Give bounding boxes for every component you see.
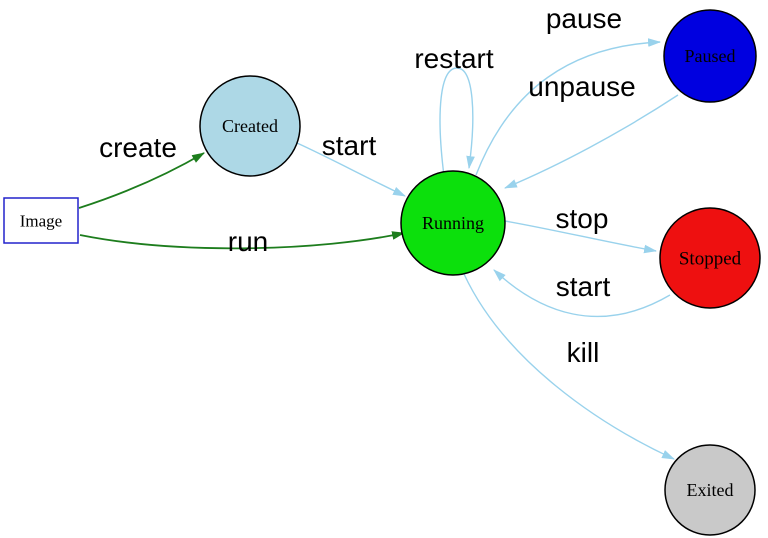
node-paused: Paused bbox=[663, 9, 757, 103]
node-shape-image bbox=[3, 197, 79, 244]
node-shape-exited bbox=[664, 444, 756, 536]
edge-start-stopped bbox=[493, 269, 671, 317]
edge-label-create: create bbox=[99, 132, 177, 163]
node-label-image: Image bbox=[20, 211, 62, 230]
node-shape-running bbox=[400, 170, 506, 276]
node-image: Image bbox=[3, 197, 79, 244]
edge-label-restart: restart bbox=[414, 43, 494, 74]
edge-kill bbox=[463, 273, 675, 460]
edge-label-stop: stop bbox=[556, 203, 609, 234]
edge-unpause bbox=[503, 94, 679, 189]
edge-pause bbox=[475, 38, 662, 176]
edge-label-start-created: start bbox=[322, 130, 377, 161]
edge-run bbox=[79, 231, 406, 250]
edge-start-created bbox=[296, 142, 406, 197]
node-shape-stopped bbox=[659, 207, 761, 309]
edge-label-run: run bbox=[228, 226, 268, 257]
edge-label-unpause: unpause bbox=[528, 71, 635, 102]
edge-create bbox=[78, 152, 205, 209]
edge-label-kill: kill bbox=[567, 337, 600, 368]
node-exited: Exited bbox=[664, 444, 756, 536]
node-stopped: Stopped bbox=[659, 207, 761, 309]
edge-label-pause: pause bbox=[546, 3, 622, 34]
node-label-exited: Exited bbox=[687, 480, 734, 500]
node-running: Running bbox=[400, 170, 506, 276]
node-label-paused: Paused bbox=[685, 46, 736, 66]
node-label-running: Running bbox=[422, 213, 484, 233]
node-label-created: Created bbox=[222, 116, 278, 136]
edge-stop bbox=[504, 220, 658, 254]
node-label-stopped: Stopped bbox=[679, 248, 742, 269]
edge-label-start-stopped: start bbox=[556, 271, 611, 302]
node-created: Created bbox=[199, 75, 301, 177]
edge-restart bbox=[439, 67, 475, 177]
node-shape-created bbox=[199, 75, 301, 177]
node-shape-paused bbox=[663, 9, 757, 103]
